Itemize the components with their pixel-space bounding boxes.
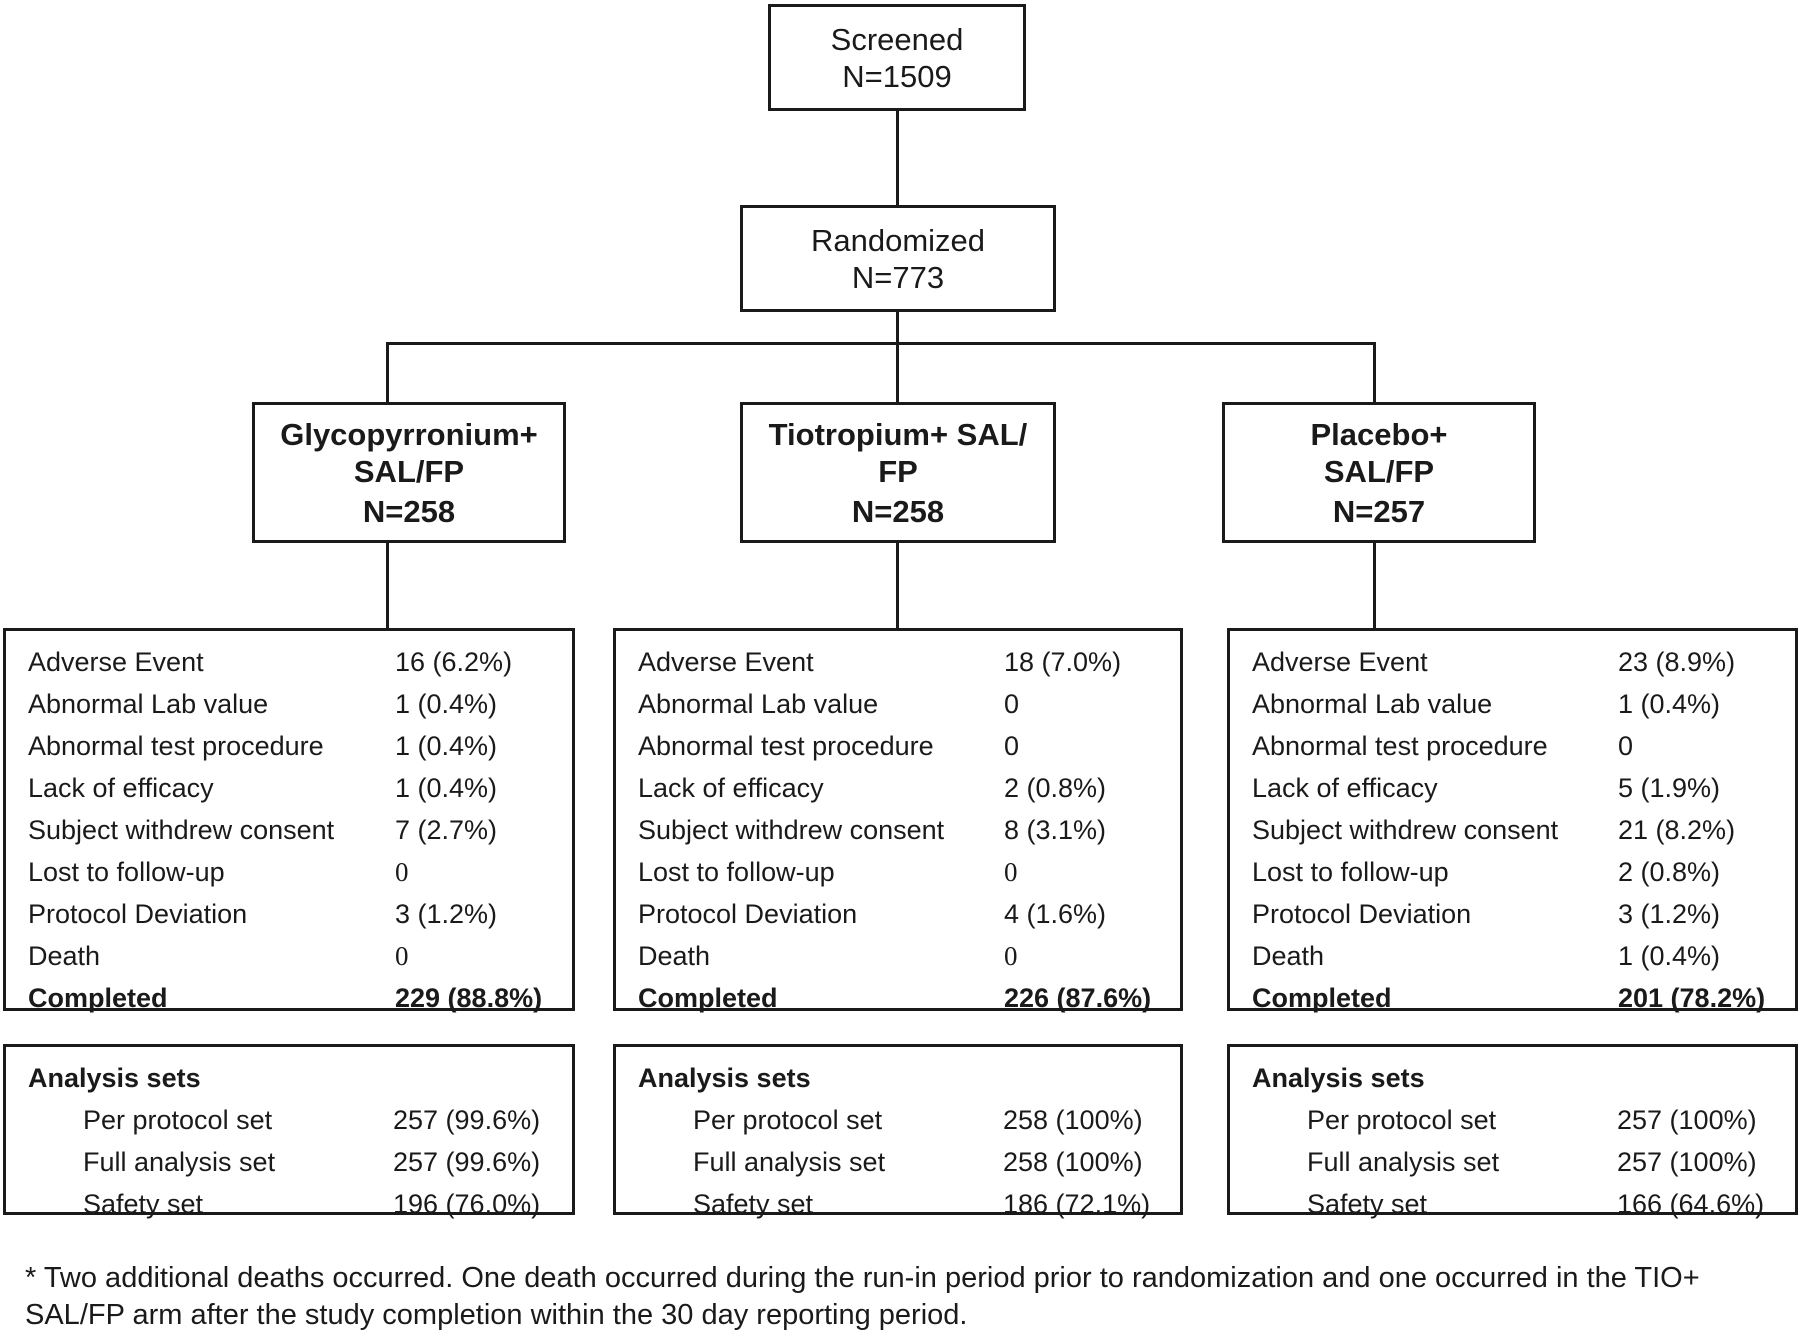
connector-randomized-branch [896, 310, 899, 344]
arm-name-line1: Glycopyrronium+ [280, 416, 538, 452]
arm-box-tiotropium: Tiotropium+ SAL/ FP N=258 [740, 402, 1056, 543]
analysis-title: Analysis sets [638, 1063, 811, 1093]
analysis-title: Analysis sets [28, 1063, 201, 1093]
arm-n: N=257 [1332, 493, 1426, 529]
connector-branch-arm-3 [1373, 342, 1376, 404]
connector-arm-3-table [1373, 540, 1376, 630]
connector-arm-2-table [896, 540, 899, 630]
arm-name-line2: FP [878, 453, 918, 489]
arm-name-line1: Placebo+ [1310, 416, 1448, 452]
analysis-title: Analysis sets [1252, 1063, 1425, 1093]
arm-name-line2: SAL/FP [1323, 453, 1435, 489]
screened-n: N=1509 [842, 58, 952, 94]
screened-title: Screened [830, 21, 964, 57]
arm-name-line2: SAL/FP [353, 453, 465, 489]
randomized-n: N=773 [851, 259, 945, 295]
arm-name-line1: Tiotropium+ SAL/ [768, 416, 1028, 452]
footnote: * Two additional deaths occurred. One de… [25, 1262, 1700, 1331]
randomized-box: Randomized N=773 [740, 205, 1056, 312]
arm-box-glycopyrronium: Glycopyrronium+ SAL/FP N=258 [252, 402, 566, 543]
arm-box-placebo: Placebo+ SAL/FP N=257 [1222, 402, 1536, 543]
arm-n: N=258 [362, 493, 456, 529]
connector-branch-arm-2 [896, 342, 899, 404]
connector-screened-randomized [896, 108, 899, 206]
arm-n: N=258 [851, 493, 945, 529]
connector-branch-horizontal [386, 342, 1376, 345]
connector-arm-1-table [386, 540, 389, 630]
randomized-title: Randomized [810, 222, 986, 258]
screened-box: Screened N=1509 [768, 4, 1026, 111]
connector-branch-arm-1 [386, 342, 389, 404]
